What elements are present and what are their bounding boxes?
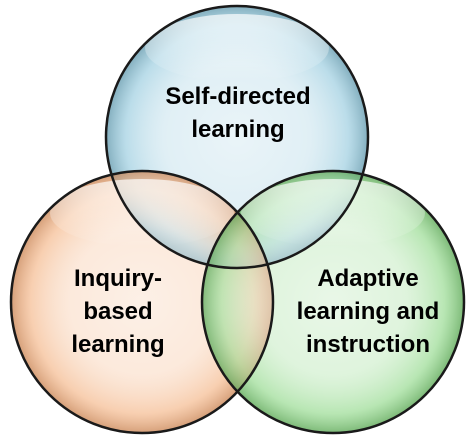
label-left-line-2: based [83, 298, 153, 325]
label-inquiry-based-learning: Inquiry- based learning [38, 262, 198, 361]
label-self-directed-learning: Self-directed learning [138, 80, 338, 146]
label-right-line-3: instruction [306, 331, 430, 358]
label-left-line-3: learning [71, 331, 165, 358]
label-top-line-1: Self-directed [165, 83, 311, 110]
circle-right-shine [241, 179, 425, 247]
circle-left-shine [50, 179, 234, 247]
label-right-line-1: Adaptive [317, 265, 419, 292]
label-right-line-2: learning and [296, 298, 440, 325]
label-adaptive-learning-and-instruction: Adaptive learning and instruction [268, 262, 468, 361]
circle-left-outline [9, 169, 275, 435]
circle-right-outline [200, 169, 466, 435]
label-left-line-1: Inquiry- [74, 265, 162, 292]
circle-top-shine [145, 14, 329, 82]
label-top-line-2: learning [191, 116, 285, 143]
circle-top-outline [104, 4, 370, 270]
